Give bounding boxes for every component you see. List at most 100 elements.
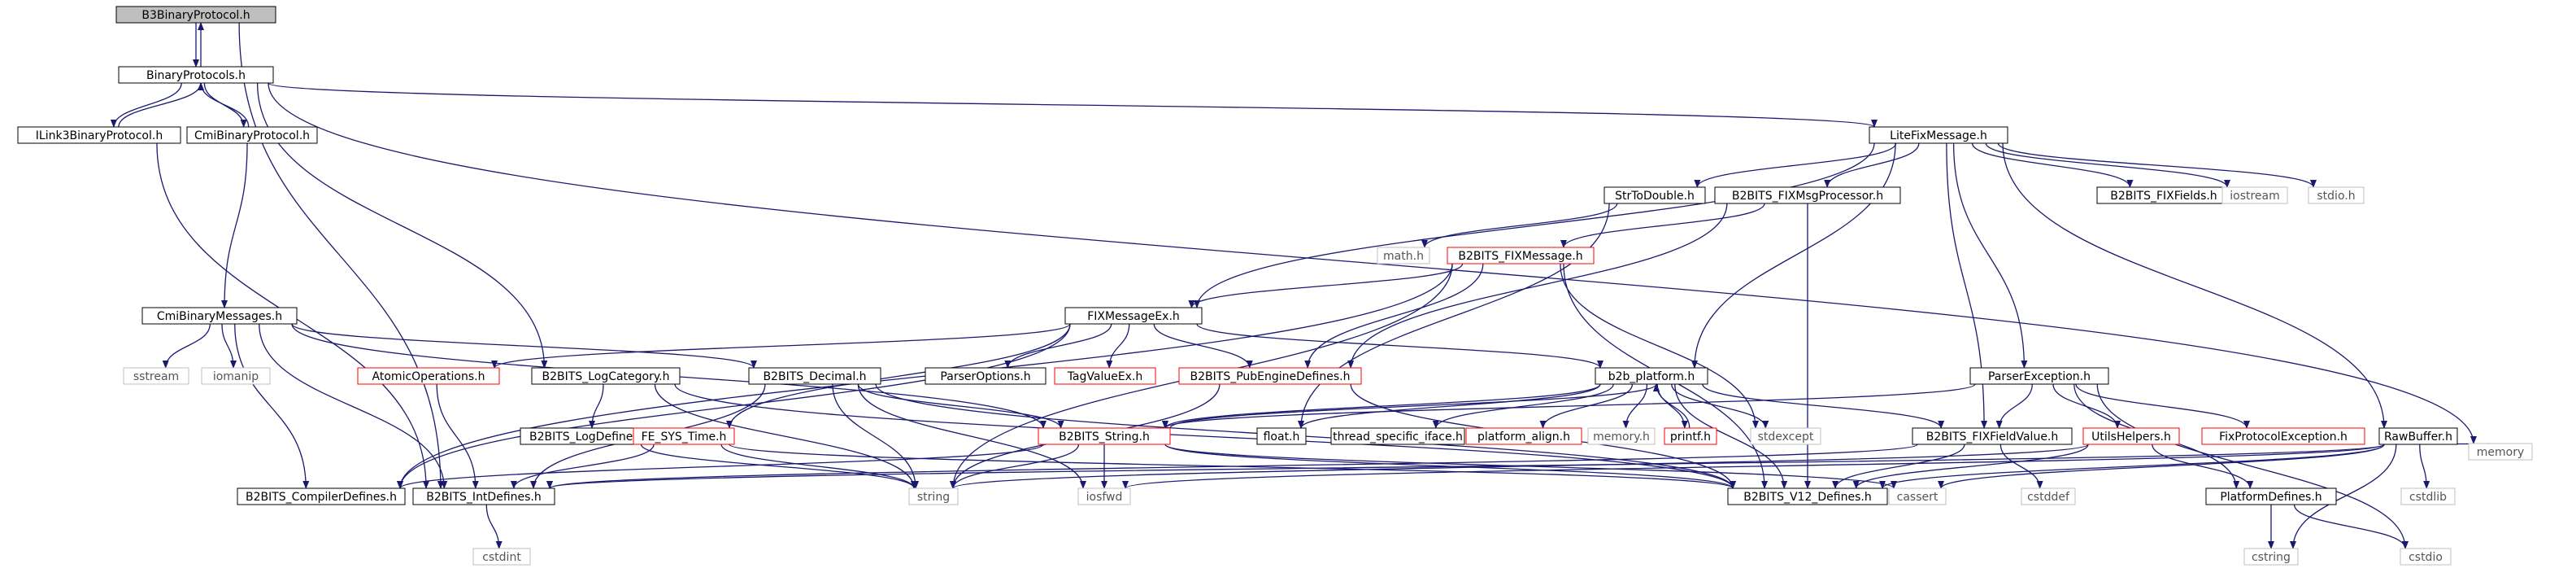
node-pubeng[interactable]: B2BITS_PubEngineDefines.h xyxy=(1178,367,1362,385)
node-cstddef: cstddef xyxy=(2021,487,2076,505)
edge-decimal-to-iosfwd xyxy=(857,383,1086,489)
edge-b2bstr-to-b2bplat xyxy=(1169,383,1660,429)
edge-lfm-to-fme xyxy=(1194,142,1875,308)
node-tagvalue[interactable]: TagValueEx.h xyxy=(1054,367,1156,385)
node-utils[interactable]: UtilsHelpers.h xyxy=(2082,427,2180,445)
node-string: string xyxy=(908,487,959,505)
node-box-fpe xyxy=(2201,427,2365,445)
node-label-decimal: B2BITS_Decimal.h xyxy=(763,370,866,383)
edge-rawbuf-to-v12 xyxy=(1879,444,2385,489)
node-box-floath xyxy=(1256,427,1307,445)
edge-cmibm-to-intdef xyxy=(259,323,448,489)
edge-platdef-to-cstdio xyxy=(2293,504,2408,549)
node-printfh[interactable]: printf.h xyxy=(1664,427,1717,445)
node-box-tsi xyxy=(1330,427,1465,445)
node-label-fixf: B2BITS_FIXFields.h xyxy=(2110,190,2217,203)
node-box-tagvalue xyxy=(1054,367,1156,385)
node-parserex[interactable]: ParserException.h xyxy=(1969,367,2109,385)
node-label-floath: float.h xyxy=(1264,431,1300,444)
node-box-memory xyxy=(2468,443,2533,461)
node-il3[interactable]: ILink3BinaryProtocol.h xyxy=(17,126,181,144)
node-cstdint: cstdint xyxy=(472,548,531,566)
node-v12[interactable]: B2BITS_V12_Defines.h xyxy=(1727,487,1888,505)
node-label-logdef: B2BITS_LogDefines.h xyxy=(529,431,650,444)
node-cmibp[interactable]: CmiBinaryProtocol.h xyxy=(186,126,318,144)
node-std[interactable]: StrToDouble.h xyxy=(1603,186,1706,204)
node-box-cstdio xyxy=(2400,548,2452,566)
node-label-palign: platform_align.h xyxy=(1477,431,1570,444)
node-label-lfm: LiteFixMessage.h xyxy=(1890,129,1987,142)
edge-fmp-to-fixmsg xyxy=(1560,203,1765,248)
node-label-fixmsg: B2BITS_FIXMessage.h xyxy=(1458,250,1582,263)
node-fixmsg[interactable]: B2BITS_FIXMessage.h xyxy=(1447,247,1595,264)
node-floath[interactable]: float.h xyxy=(1256,427,1307,445)
node-intdef[interactable]: B2BITS_IntDefines.h xyxy=(412,487,555,505)
edge-b2bstr-to-compdef xyxy=(397,444,1044,489)
node-fixf[interactable]: B2BITS_FIXFields.h xyxy=(2096,186,2231,204)
node-fpe[interactable]: FixProtocolException.h xyxy=(2201,427,2365,445)
edge-parserex-to-cstdio xyxy=(2096,383,2408,549)
node-box-b3 xyxy=(115,6,276,24)
edge-utils-to-platdef xyxy=(2152,444,2254,489)
node-label-mathh: math.h xyxy=(1383,250,1424,263)
node-b2bstr[interactable]: B2BITS_String.h xyxy=(1038,427,1171,445)
node-palign[interactable]: platform_align.h xyxy=(1465,427,1582,445)
edge-cmibm-to-sstream xyxy=(162,323,211,369)
node-platdef[interactable]: PlatformDefines.h xyxy=(2205,487,2337,505)
node-b2bplat[interactable]: b2b_platform.h xyxy=(1595,367,1708,385)
node-fmp[interactable]: B2BITS_FIXMsgProcessor.h xyxy=(1714,186,1901,204)
node-compdef[interactable]: B2BITS_CompilerDefines.h xyxy=(237,487,406,505)
node-fixfv[interactable]: B2BITS_FIXFieldValue.h xyxy=(1912,427,2073,445)
node-box-lfm xyxy=(1869,126,2008,144)
node-label-stdexcept: stdexcept xyxy=(1758,431,1814,444)
edge-rawbuf-to-intdef xyxy=(546,444,2385,489)
node-rawbuf[interactable]: RawBuffer.h xyxy=(2378,427,2458,445)
node-label-parserex: ParserException.h xyxy=(1988,370,2091,383)
node-label-cmibm: CmiBinaryMessages.h xyxy=(157,310,282,323)
edge-rawbuf-to-iosfwd xyxy=(1122,444,2385,489)
node-label-b2bplat: b2b_platform.h xyxy=(1608,370,1695,383)
edge-utils-to-v12 xyxy=(1852,444,2089,489)
edge-parserex-to-fixfv xyxy=(1995,383,2033,429)
node-fme[interactable]: FIXMessageEx.h xyxy=(1064,307,1203,325)
node-box-cstdint xyxy=(472,548,531,566)
node-box-cmibm xyxy=(141,307,298,325)
node-lfm[interactable]: LiteFixMessage.h xyxy=(1869,126,2008,144)
node-label-atomic: AtomicOperations.h xyxy=(372,370,485,383)
node-decimal[interactable]: B2BITS_Decimal.h xyxy=(748,367,881,385)
node-label-b2bstr: B2BITS_String.h xyxy=(1059,431,1150,444)
node-label-memory: memory xyxy=(2477,446,2525,459)
node-b3[interactable]: B3BinaryProtocol.h xyxy=(115,6,276,24)
node-label-cstdint: cstdint xyxy=(482,551,521,564)
node-tsi[interactable]: thread_specific_iface.h xyxy=(1330,427,1465,445)
node-logcat[interactable]: B2BITS_LogCategory.h xyxy=(531,367,681,385)
edge-lfm-to-rawbuf xyxy=(2002,142,2387,429)
node-label-string: string xyxy=(917,491,950,504)
node-box-cstdlib xyxy=(2400,487,2456,505)
edge-lfm-to-std xyxy=(1694,142,1897,188)
node-bp[interactable]: BinaryProtocols.h xyxy=(118,66,274,84)
node-atomic[interactable]: AtomicOperations.h xyxy=(357,367,500,385)
edge-fixfv-to-cstddef xyxy=(1999,444,2043,489)
edge-bp-to-il3 xyxy=(110,82,182,128)
node-label-tsi: thread_specific_iface.h xyxy=(1333,431,1463,444)
node-fesys[interactable]: FE_SYS_Time.h xyxy=(633,427,735,445)
node-parseropt[interactable]: ParserOptions.h xyxy=(925,367,1046,385)
edge-std-to-floath xyxy=(1298,203,1610,429)
edge-b3-to-intdef xyxy=(238,22,444,489)
node-cmibm[interactable]: CmiBinaryMessages.h xyxy=(141,307,298,325)
edge-logcat-to-logdef xyxy=(589,383,604,429)
edge-utils-to-string xyxy=(950,444,2089,489)
node-box-printfh xyxy=(1664,427,1717,445)
edge-cmibp-to-cmibm xyxy=(221,142,248,308)
node-box-fmp xyxy=(1714,186,1901,204)
node-cstdio: cstdio xyxy=(2400,548,2452,566)
node-box-atomic xyxy=(357,367,500,385)
node-box-parserex xyxy=(1969,367,2109,385)
edge-lfm-to-iostream xyxy=(1985,142,2230,188)
node-box-cstring xyxy=(2243,548,2299,566)
edge-cmibm-to-decimal xyxy=(291,323,757,369)
node-box-memoryh xyxy=(1587,427,1656,445)
node-box-fixfv xyxy=(1912,427,2073,445)
